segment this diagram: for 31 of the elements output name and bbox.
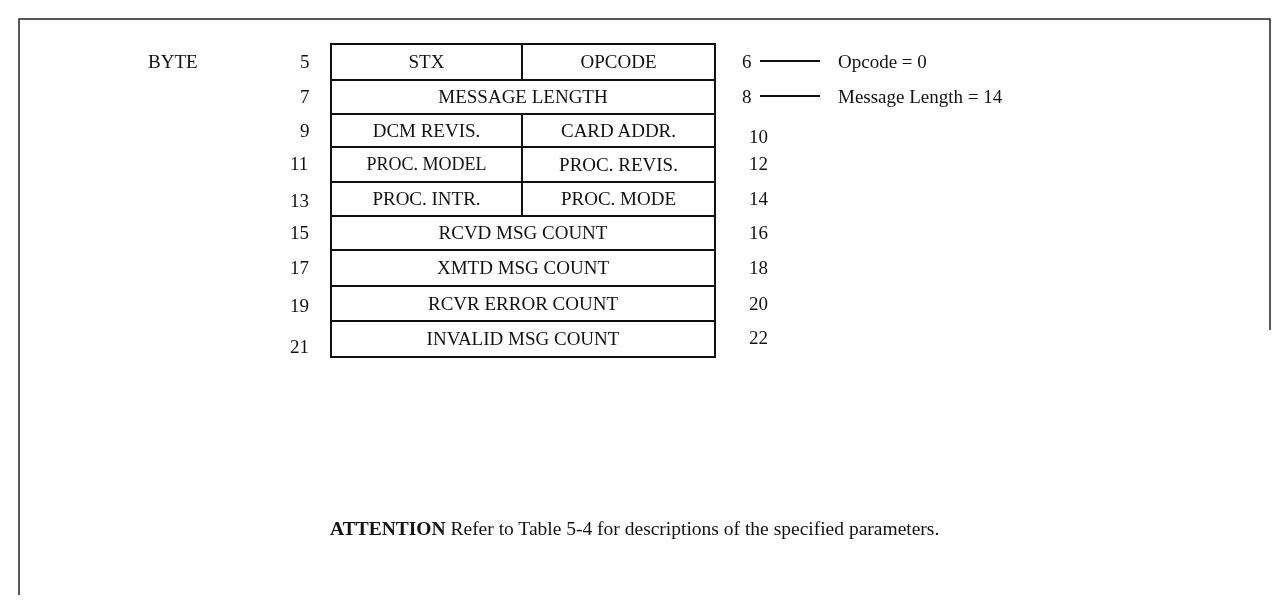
field-cell: RCVD MSG COUNT	[330, 215, 716, 251]
field-cell: XMTD MSG COUNT	[330, 249, 716, 287]
annotation-text: Opcode = 0	[838, 51, 988, 73]
byte-number: 10	[749, 126, 768, 148]
column-heading: BYTE	[148, 51, 198, 73]
byte-number: 20	[749, 293, 768, 315]
leader-line	[759, 95, 821, 97]
byte-number: 14	[749, 188, 768, 210]
byte-number: 16	[749, 222, 768, 244]
byte-number: 5	[300, 51, 310, 73]
annotation-text: Message Length = 14	[838, 86, 1038, 108]
leader-line	[759, 60, 821, 62]
field-cell: RCVR ERROR COUNT	[330, 285, 716, 322]
note-text: ATTENTION Refer to Table 5-4 for descriptions of the specified parameters.	[330, 517, 941, 541]
byte-number: 12	[749, 153, 768, 175]
byte-number: 7	[300, 86, 310, 108]
byte-number: 21	[290, 336, 309, 358]
byte-number: 17	[290, 257, 309, 279]
byte-number: 13	[290, 190, 309, 212]
byte-number: 11	[290, 153, 309, 175]
byte-number: 15	[290, 222, 309, 244]
field-cell: MESSAGE LENGTH	[330, 79, 716, 115]
byte-number: 19	[290, 295, 309, 317]
field-cell: STX	[330, 43, 523, 81]
annotation-text: 8	[742, 86, 758, 108]
annotation-text: 6	[742, 51, 758, 73]
byte-number: 18	[749, 257, 768, 279]
byte-number: 22	[749, 327, 768, 349]
byte-number: 9	[300, 120, 310, 142]
field-cell: OPCODE	[521, 43, 716, 81]
field-cell: INVALID MSG COUNT	[330, 320, 716, 358]
